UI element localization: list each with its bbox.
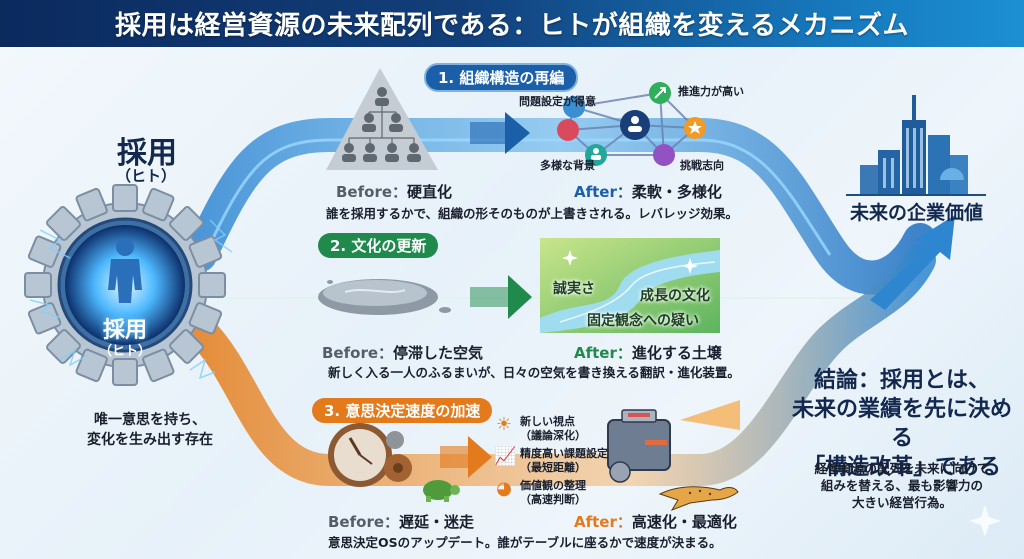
flow-ribbon-structure	[183, 118, 937, 295]
benefit-note: （最短距離）	[520, 461, 586, 474]
growth-chart-icon: 📈	[494, 446, 517, 467]
before-label-structure: Before：硬直化	[336, 181, 452, 202]
section-badge-structure: 1. 組織構造の再編	[424, 63, 579, 92]
conclusion-title-line: 未来の業績を先に決める	[791, 397, 1012, 451]
benefit-item: ◕ 価値観の整理 （高速判断）	[494, 479, 586, 507]
pie-chart-icon: ◕	[496, 478, 512, 499]
person-icon	[108, 238, 142, 303]
section-description-structure: 誰を採用するかで、組織の形そのものが上書きされる。レバレッジ効果。	[326, 206, 739, 221]
sparkle-icon	[562, 250, 698, 274]
header-banner: 採用は経営資源の未来配列である：ヒトが組織を変えるメカニズム	[0, 0, 1024, 47]
after-label-culture: After：進化する土壌	[574, 342, 722, 363]
gear-small-icon	[386, 431, 404, 449]
network-graph-icon	[557, 82, 706, 166]
sparkle-icon	[969, 505, 1001, 537]
benefit-item: ☀ 新しい視点 （議論深化）	[494, 415, 586, 443]
network-node-label: 多様な背景	[540, 159, 595, 172]
before-value: 硬直化	[407, 183, 453, 201]
section-badge-decision: 3. 意思決定速度の加速	[312, 398, 493, 423]
engine-icon	[607, 400, 740, 483]
hiring-description-line: 変化を生み出す存在	[87, 432, 213, 448]
benefit-note: （高速判断）	[520, 493, 586, 506]
flow-ribbon-decision	[184, 244, 936, 486]
gear-icon	[24, 184, 226, 386]
benefit-title: 価値観の整理	[520, 479, 586, 492]
hiring-description: 唯一意思を持ち、 変化を生み出す存在	[70, 410, 230, 450]
after-value: 柔軟・多様化	[631, 183, 722, 201]
before-prefix: Before：	[336, 183, 408, 201]
future-arrow	[870, 215, 955, 310]
network-node-label: 推進力が高い	[678, 85, 744, 98]
arrow-right-icon	[440, 436, 492, 478]
benefit-title: 精度高い課題設定	[520, 447, 608, 460]
section-description-decision: 意思決定OSのアップデート。誰がテーブルに座るかで速度が決まる。	[328, 535, 722, 550]
before-prefix: Before：	[328, 513, 400, 531]
benefit-title: 新しい視点	[520, 415, 575, 428]
rusty-clock-icon	[328, 423, 412, 487]
turtle-icon	[423, 480, 460, 502]
hierarchy-pyramid-icon	[326, 68, 438, 170]
conclusion-body-line: 組みを替える、最も影響力の	[820, 478, 984, 493]
before-label-culture: Before：停滞した空気	[322, 342, 483, 363]
conclusion-title: 結論：採用とは、 未来の業績を先に決める 「構造改革」である	[782, 366, 1022, 482]
after-label-structure: After：柔軟・多様化	[574, 181, 722, 202]
hiring-subtitle: （ヒト）	[115, 167, 176, 185]
before-label-decision: Before：遅延・迷走	[328, 511, 474, 532]
benefit-item: 📈 精度高い課題設定 （最短距離）	[494, 447, 608, 475]
city-skyline-icon	[846, 95, 986, 196]
lightning-sparks	[29, 219, 233, 380]
river-label: 固定観念への疑い	[587, 313, 699, 329]
river-label: 誠実さ	[553, 281, 595, 297]
river-scene-image	[540, 238, 720, 333]
stagnant-puddle-icon	[318, 279, 451, 315]
conclusion-title-line: 結論：採用とは、	[813, 368, 990, 393]
before-prefix: Before：	[322, 344, 394, 362]
after-prefix: After：	[574, 513, 632, 531]
cheetah-icon	[658, 486, 739, 511]
benefit-note: （議論深化）	[520, 429, 586, 442]
before-value: 停滞した空気	[393, 344, 484, 362]
hiring-title: 採用	[117, 136, 177, 171]
river-label: 成長の文化	[640, 288, 710, 304]
after-value: 進化する土壌	[631, 344, 722, 362]
section-badge-culture: 2. 文化の更新	[318, 233, 439, 258]
gear-label-sub: （ヒト）	[98, 344, 151, 359]
before-value: 遅延・迷走	[399, 513, 475, 531]
network-node-label: 挑戦志向	[680, 159, 724, 172]
after-value: 高速化・最適化	[631, 513, 737, 531]
gear-label: 採用	[102, 318, 147, 343]
lightbulb-icon: ☀	[495, 414, 513, 435]
conclusion-body-line: 経営資源の配列を未来に向けて	[814, 461, 990, 476]
page-title: 採用は経営資源の未来配列である：ヒトが組織を変えるメカニズム	[115, 11, 909, 41]
network-node-label: 問題設定が得意	[519, 95, 596, 108]
conclusion-title-line: 「構造改革」である	[803, 455, 1001, 480]
arrow-right-icon	[470, 112, 530, 154]
section-description-culture: 新しく入る一人のふるまいが、日々の空気を書き換える翻訳・進化装置。	[328, 365, 740, 380]
conclusion-body: 経営資源の配列を未来に向けて 組みを替える、最も影響力の 大きい経営行為。	[782, 460, 1022, 511]
flow-diagram	[24, 68, 1001, 537]
after-prefix: After：	[574, 344, 632, 362]
future-value-label: 未来の企業価値	[850, 202, 984, 224]
after-prefix: After：	[574, 183, 632, 201]
arrow-right-icon	[470, 275, 532, 319]
conclusion-body-line: 大きい経営行為。	[851, 495, 952, 510]
after-label-decision: After：高速化・最適化	[574, 511, 737, 532]
hiring-description-line: 唯一意思を持ち、	[94, 412, 206, 428]
